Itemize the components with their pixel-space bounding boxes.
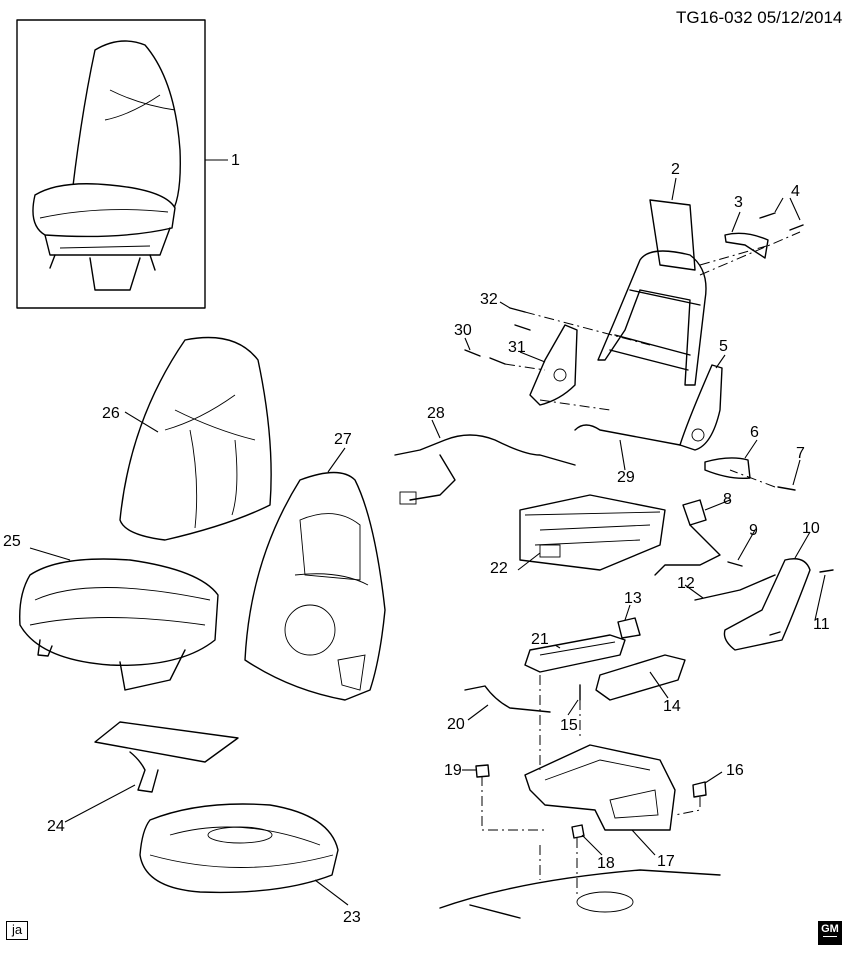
callout-8: 8 [723, 491, 732, 508]
callout-26: 26 [102, 405, 120, 422]
screws-11 [769, 569, 834, 636]
trim-panel-10 [723, 558, 811, 651]
callout-30: 30 [454, 322, 472, 339]
callout-1: 1 [231, 152, 240, 169]
callout-24: 24 [47, 818, 65, 835]
callout-15: 15 [560, 717, 578, 734]
floor-stud [576, 891, 634, 913]
callout-5: 5 [719, 338, 728, 355]
bolts-4 [759, 212, 804, 231]
callout-19: 19 [444, 762, 462, 779]
callout-2: 2 [671, 161, 680, 178]
seatback-cover-26 [119, 336, 272, 541]
callout-11: 11 [813, 616, 830, 633]
switch-13 [617, 617, 641, 639]
callout-32: 32 [480, 291, 498, 308]
cable-12 [694, 574, 776, 601]
callout-22: 22 [490, 560, 508, 577]
recliner-31 [529, 324, 578, 406]
callout-3: 3 [734, 194, 743, 211]
inset-frame [16, 19, 206, 309]
nut-19 [475, 764, 490, 778]
callout-14: 14 [663, 698, 681, 715]
floor-edge [469, 904, 521, 919]
seat-adjuster-21 [524, 634, 626, 673]
gm-logo-text: GM [821, 923, 839, 935]
cable-29 [574, 424, 681, 446]
seat-cushion-25 [19, 558, 219, 691]
callout-20: 20 [447, 716, 465, 733]
bolts-32 [509, 307, 531, 331]
callout-16: 16 [726, 762, 744, 779]
callout-17: 17 [657, 853, 675, 870]
callout-9: 9 [749, 522, 758, 539]
alignment-lines [699, 231, 801, 276]
seat-frame-22 [519, 494, 666, 571]
heater-pad-24 [94, 721, 239, 793]
callout-7: 7 [796, 445, 805, 462]
callout-28: 28 [427, 405, 445, 422]
handle-6 [704, 457, 751, 480]
seat-belt-buckle-8 [654, 499, 721, 576]
seat-riser-17 [524, 744, 676, 831]
callout-10: 10 [802, 520, 820, 537]
callout-12: 12 [677, 575, 695, 592]
callout-18: 18 [597, 855, 615, 872]
callout-27: 27 [334, 431, 352, 448]
callout-31: 31 [508, 339, 526, 356]
nut-16 [692, 781, 707, 798]
callout-23: 23 [343, 909, 361, 926]
callout-21: 21 [531, 631, 549, 648]
callout-25: 25 [3, 533, 21, 550]
seat-cushion-pad-23 [139, 803, 339, 894]
callout-13: 13 [624, 590, 642, 607]
gm-logo: GM [818, 921, 842, 945]
floor-panel [439, 869, 721, 909]
rod-20 [464, 685, 551, 713]
track-14 [595, 654, 686, 701]
artist-tag: ja [6, 921, 28, 940]
nut-18 [571, 824, 585, 839]
recliner-5 [679, 364, 723, 451]
seatback-27 [244, 471, 386, 701]
callout-29: 29 [617, 469, 635, 486]
diagram-reference-code: TG16-032 05/12/2014 [676, 8, 843, 27]
bolt-9 [727, 561, 743, 567]
callout-4: 4 [791, 183, 800, 200]
callout-6: 6 [750, 424, 759, 441]
bolts-30 [464, 349, 506, 365]
guide-3 [724, 232, 769, 259]
seatback-frame-2 [597, 199, 707, 386]
wiring-harness-28 [394, 434, 576, 505]
seat-assembly-illustration [32, 40, 181, 291]
bolt-7 [777, 486, 796, 491]
